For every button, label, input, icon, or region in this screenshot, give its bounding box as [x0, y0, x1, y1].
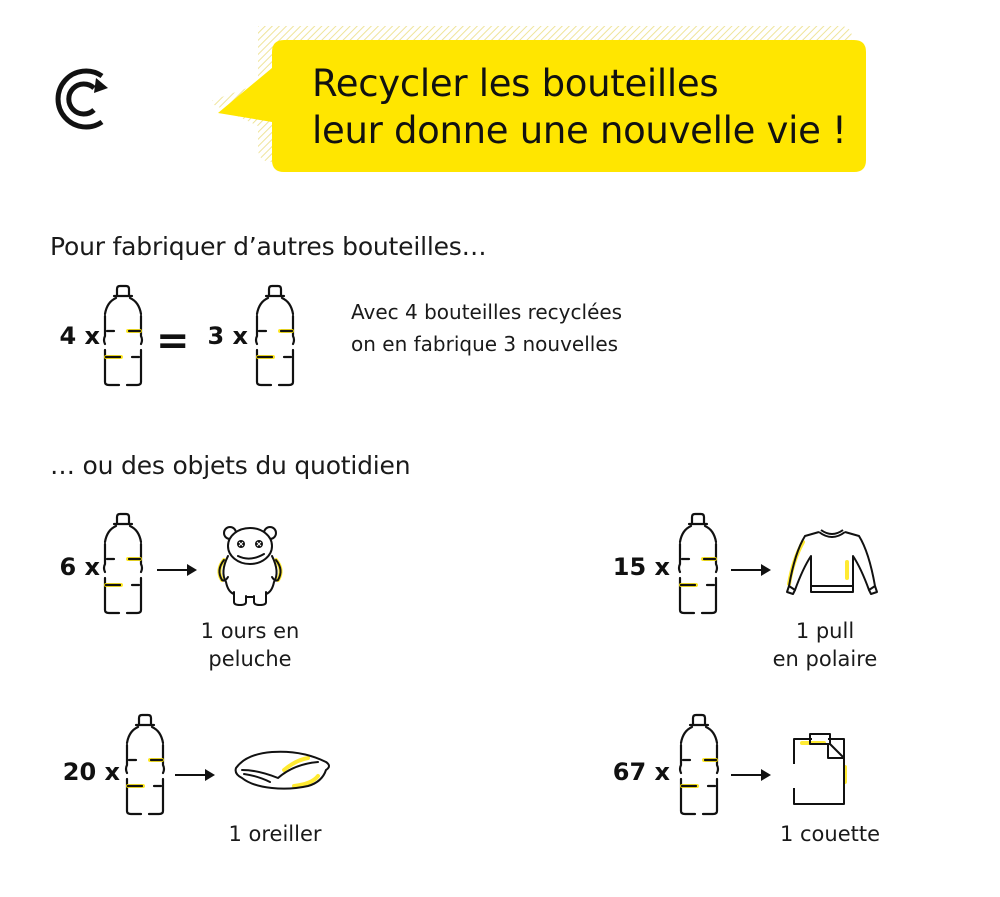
teddy-bear-icon: [217, 526, 283, 606]
section-heading-bottles: Pour fabriquer d’autres bouteilles…: [50, 232, 487, 261]
arrow-icon: [157, 563, 197, 577]
bottle-icon: [123, 713, 167, 817]
speech-bubble: [212, 26, 866, 172]
bottles-description: Avec 4 bouteilles recyclées on en fabriq…: [351, 300, 623, 356]
multiplier-left: 4 x: [59, 322, 100, 350]
arrow-icon: [175, 768, 215, 782]
pillow-icon: [234, 750, 330, 790]
arrow-icon: [731, 768, 771, 782]
recycle-c-icon: [55, 68, 108, 130]
label-pillow: 1 oreiller: [228, 822, 322, 846]
bottle-icon: [677, 713, 721, 817]
equals-sign: =: [156, 318, 190, 364]
label-duvet: 1 couette: [779, 822, 881, 846]
multiplier-duvet: 67 x: [612, 758, 670, 786]
multiplier-teddy: 6 x: [59, 553, 100, 581]
section-heading-objects: … ou des objets du quotidien: [50, 451, 411, 480]
bottle-icon: [101, 284, 145, 388]
arrow-icon: [731, 563, 771, 577]
multiplier-sweater: 15 x: [612, 553, 670, 581]
multiplier-right: 3 x: [207, 322, 248, 350]
duvet-icon: [793, 733, 847, 805]
bottle-icon: [101, 512, 145, 616]
sweater-icon: [786, 529, 878, 595]
label-sweater: 1 pull en polaire: [772, 619, 878, 671]
multiplier-pillow: 20 x: [62, 758, 120, 786]
page-title: Recycler les bouteilles leur donne une n…: [312, 62, 847, 152]
label-teddy: 1 ours en peluche: [200, 619, 300, 671]
bottle-icon: [676, 512, 720, 616]
bottle-icon: [253, 284, 297, 388]
